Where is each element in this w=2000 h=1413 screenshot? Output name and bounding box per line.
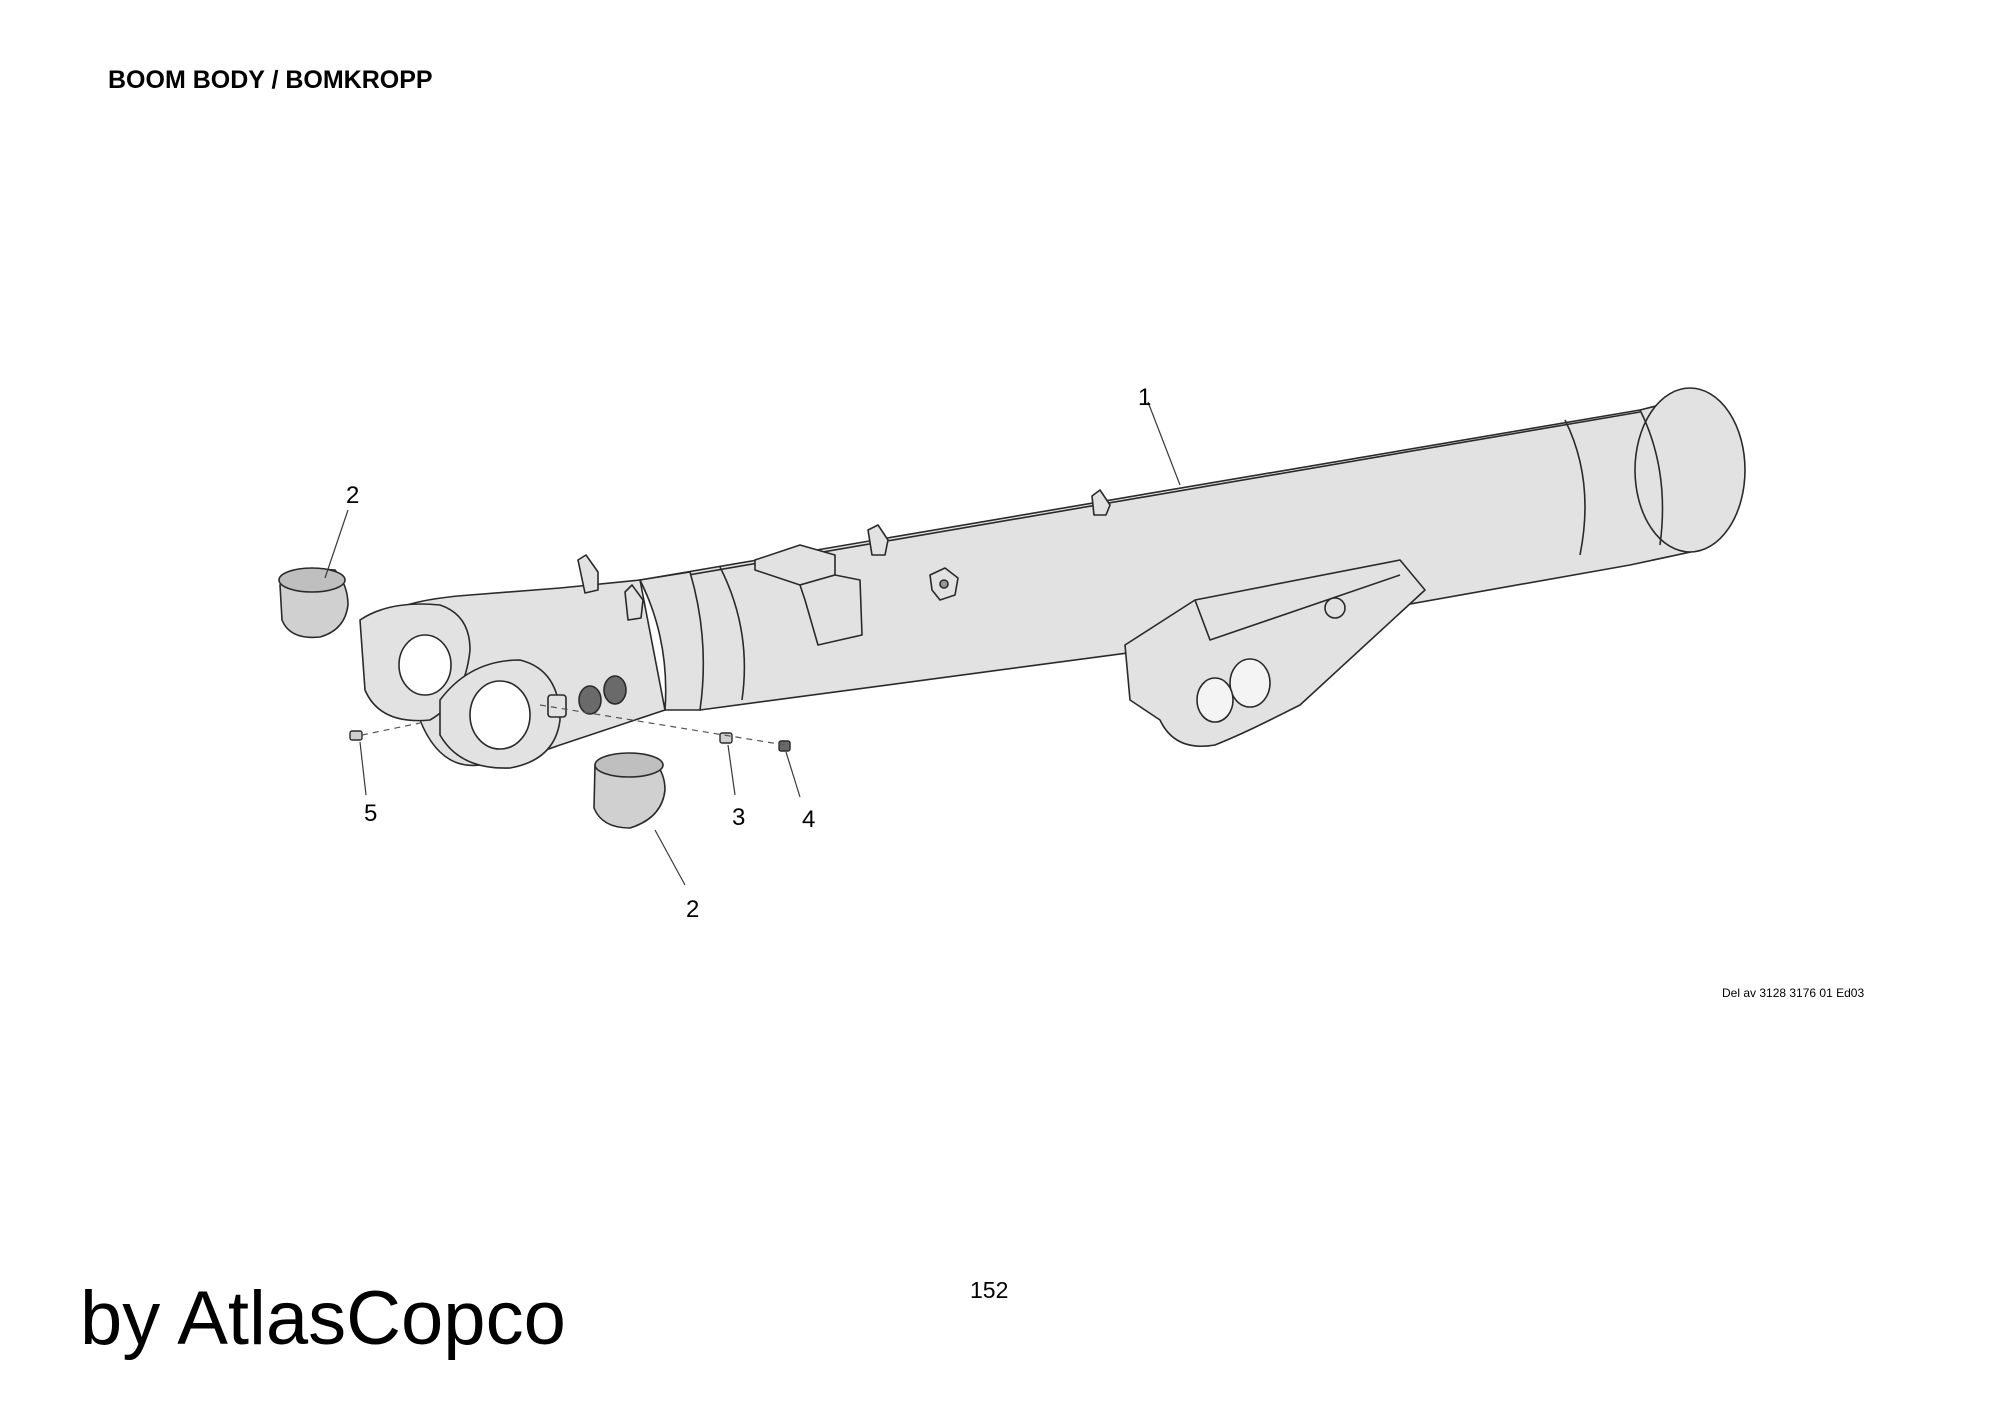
rear-bracket-fold [1194, 574, 1401, 641]
nipple-3 [719, 732, 733, 744]
bracket-1 [577, 554, 599, 594]
rear-bracket-boss [1324, 597, 1346, 619]
rear-lug-outer-bore [1196, 677, 1234, 723]
yoke-port-1 [578, 685, 602, 715]
leader-4 [785, 751, 801, 798]
plug-4 [778, 740, 791, 752]
leader-lines [324, 401, 1181, 886]
rear-lug-bore [1229, 658, 1271, 708]
callout-1: 1 [1138, 384, 1152, 411]
lower-lug-bore [469, 680, 531, 750]
tube-sleeve [719, 566, 746, 701]
bushing-bottom-rim [594, 752, 664, 778]
bushings [278, 567, 666, 829]
callout-4: 4 [802, 806, 816, 833]
fitting-hole [939, 579, 949, 589]
boom-tube [639, 394, 1701, 711]
callout-5: 5 [364, 800, 378, 827]
upper-lug-bore [398, 634, 452, 696]
yoke-fitting [547, 694, 567, 718]
end-cap-rim [1639, 409, 1664, 546]
screw-5 [349, 730, 363, 741]
callout-2-bottom: 2 [686, 896, 700, 923]
leader-2-top [324, 509, 349, 579]
bracket-3 [867, 524, 889, 556]
bracket-2 [624, 584, 644, 621]
boom-end-cap [1634, 387, 1746, 553]
leader-5 [359, 741, 367, 796]
tube-collar [639, 571, 705, 711]
leader-3 [727, 744, 736, 796]
document-reference: Del av 3128 3176 01 Ed03 [1722, 986, 1865, 1000]
atlascopco-watermark: by AtlasCopco [80, 1276, 566, 1361]
page-number: 152 [970, 1277, 1009, 1303]
bracket-4 [1091, 489, 1111, 516]
leader-1 [1147, 401, 1181, 486]
tube-band [1564, 419, 1586, 556]
leader-2-bottom [654, 829, 686, 886]
saddle-body [799, 574, 863, 646]
callout-3: 3 [732, 804, 746, 831]
callout-2-top: 2 [346, 482, 360, 509]
bushing-top-rim [278, 567, 346, 593]
page-title: BOOM BODY / BOMKROPP [108, 66, 433, 94]
assembly-axis [361, 704, 786, 746]
yoke-port-2 [603, 675, 627, 705]
